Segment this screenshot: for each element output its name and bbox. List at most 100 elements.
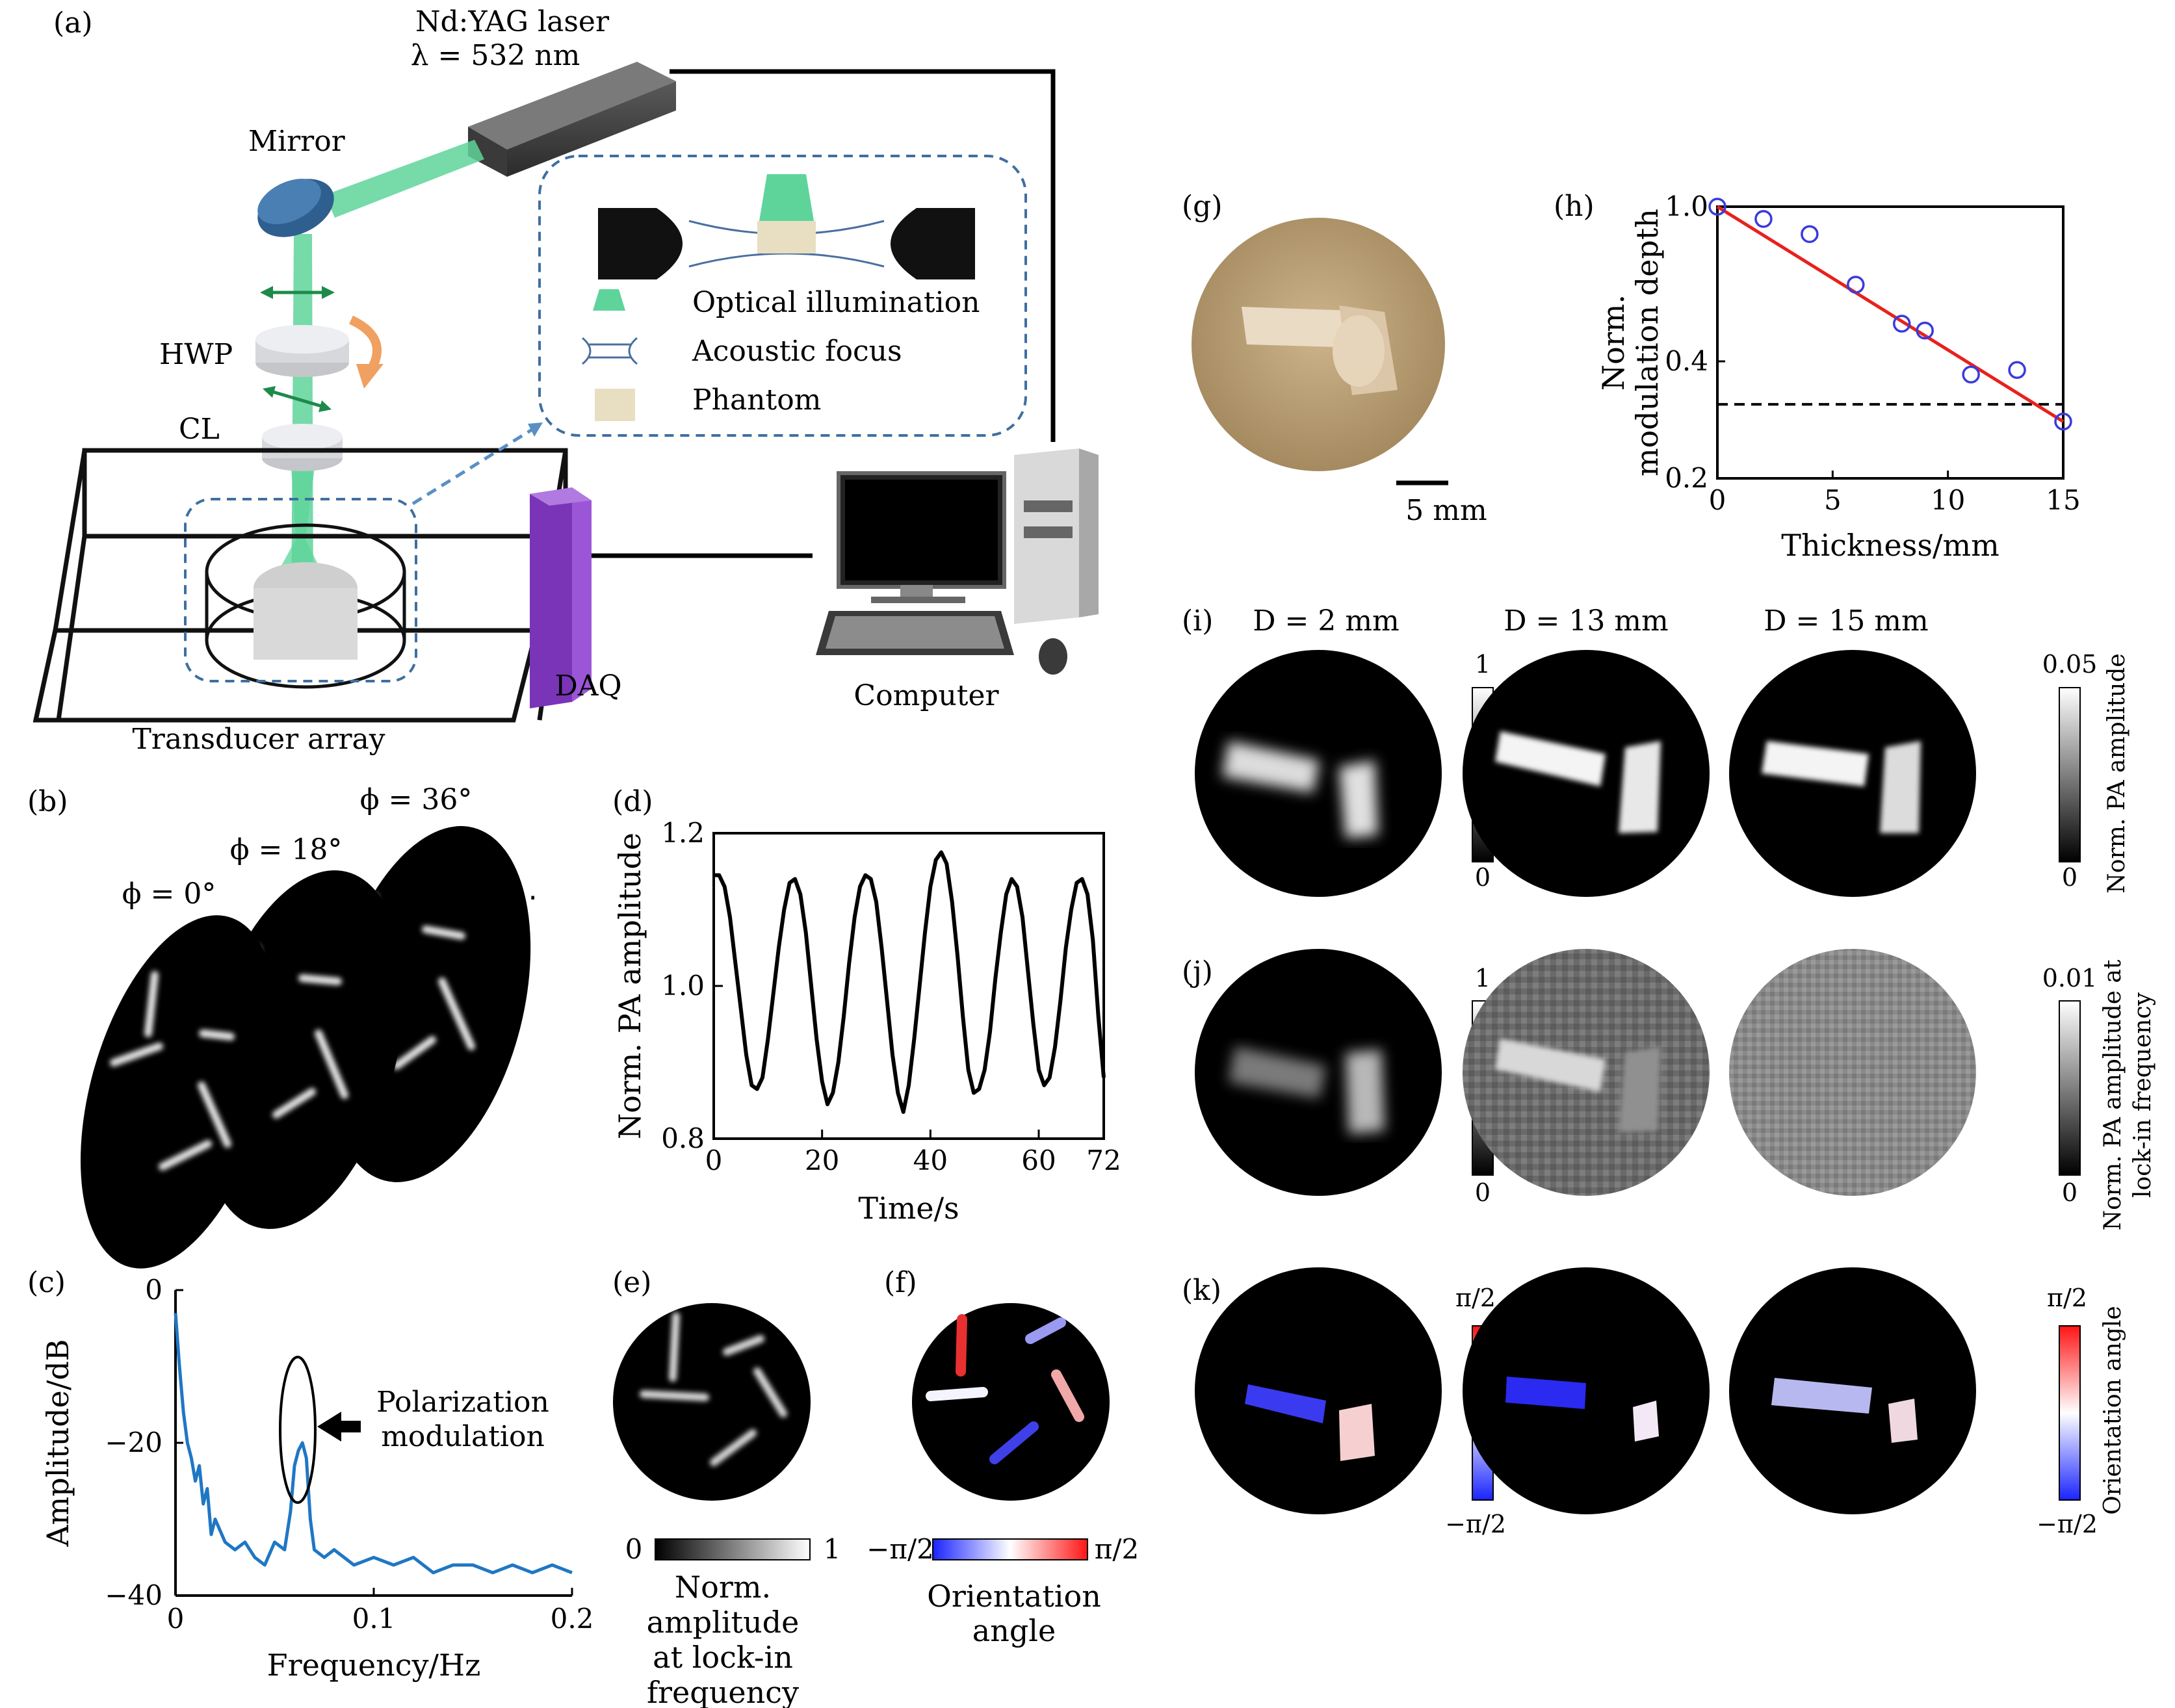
chart-d-ytick-label: 1.2 (661, 817, 705, 849)
panel-label-d: (d) (612, 785, 653, 818)
chart-h-fit-line (1716, 205, 2064, 423)
legend-phantom: Phantom (692, 383, 821, 417)
colorbar-k1-max: π/2 (1455, 1284, 1496, 1312)
mirror-icon (257, 179, 334, 237)
chart-d-xtick-label: 20 (805, 1145, 839, 1176)
illumination-legend-icon (593, 289, 625, 311)
colorbar-i2-min: 0 (2062, 863, 2077, 892)
chart-d-xtick-label: 60 (1021, 1145, 1056, 1176)
chart-h-ytick-label: 0.4 (1665, 345, 1708, 377)
chart-c-xlabel: Frequency/Hz (267, 1648, 481, 1683)
zoom-arrow-head (528, 422, 543, 437)
chart-c-annotation-line1: Polarization (376, 1386, 549, 1419)
phantom-cylinder-body (254, 588, 358, 660)
chart-c-ytick-label: −20 (105, 1427, 163, 1458)
colorbar-i2-max: 0.05 (2042, 650, 2098, 679)
colorbar-i2 (2059, 687, 2081, 862)
legend-box (538, 155, 1027, 437)
colorbar-k2-max: π/2 (2047, 1284, 2087, 1312)
chart-c-xtick-label: 0 (167, 1603, 185, 1635)
chart-c-xtick-label: 0.2 (551, 1603, 594, 1635)
polarization-arrow-icon (260, 286, 335, 412)
chart-h-xlabel: Thickness/mm (1781, 528, 1999, 563)
colorbar-f-min: −π/2 (866, 1533, 934, 1565)
chart-d-xlabel: Time/s (858, 1191, 959, 1226)
chart-h-xtick-label: 0 (1709, 484, 1726, 516)
zoom-arrow (411, 427, 534, 506)
chart-h-xtick-label: 5 (1824, 484, 1842, 516)
caption-f-line1: Orientation (927, 1579, 1101, 1614)
chart-c-annotation-line2: modulation (381, 1420, 545, 1453)
laser-name: Nd:YAG laser (415, 5, 610, 38)
colorbar-k1-min: −π/2 (1445, 1510, 1506, 1538)
colorbar-i1-min: 0 (1475, 863, 1491, 892)
label-d13: D = 13 mm (1504, 604, 1669, 638)
computer-icon (816, 448, 1099, 675)
orientation-image (912, 1303, 1110, 1501)
chart-h-xtick-label: 15 (2046, 484, 2080, 516)
pa-image-lockin (613, 1303, 811, 1501)
colorbar-j2-label-line2: lock-in frequency (2129, 992, 2156, 1198)
hwp-icon (255, 325, 349, 377)
chart-h-xtick-label: 10 (1931, 484, 1965, 516)
panel-label-g: (g) (1182, 190, 1223, 223)
chart-d-ytick-label: 0.8 (661, 1122, 705, 1154)
phi36-label: ϕ = 36° (360, 783, 473, 816)
colorbar-k2-label: Orientation angle (2100, 1306, 2126, 1514)
cl-icon (262, 424, 343, 471)
chart-h-point (1892, 315, 1911, 333)
ellipsis-label: ⋯ (509, 881, 538, 914)
colorbar-i2-label: Norm. PA amplitude (2103, 653, 2130, 893)
scale-bar-label: 5 mm (1405, 494, 1487, 527)
laser-icon (468, 62, 676, 177)
laser-wavelength: λ = 532 nm (411, 39, 580, 72)
caption-e-line4: frequency (647, 1675, 799, 1708)
chart-h-point (2008, 361, 2026, 380)
acoustic-legend-icon (582, 337, 638, 365)
chart-h-ytick-label: 0.2 (1665, 462, 1708, 494)
phi0-label: ϕ = 0° (122, 877, 216, 911)
chart-d-xtick-label: 40 (913, 1145, 948, 1176)
phantom-photo (1192, 218, 1445, 471)
transducer-label: Transducer array (132, 723, 385, 756)
transducer-zoom-box (184, 498, 417, 682)
label-d2: D = 2 mm (1253, 604, 1400, 638)
chart-d-series-line (714, 850, 1106, 1114)
label-d15: D = 15 mm (1764, 604, 1929, 638)
chart-h-frame (1716, 205, 2064, 480)
chart-d-xtick-label: 0 (705, 1145, 723, 1176)
panel-label-i: (i) (1182, 604, 1213, 638)
rotation-arrow-icon (348, 315, 382, 373)
panel-label-b: (b) (27, 785, 68, 818)
chart-h-ylabel-line1: Norm. (1596, 294, 1631, 391)
chart-h-ylabel-line2: modulation depth (1630, 209, 1665, 476)
legend-illumination: Optical illumination (692, 286, 980, 319)
chart-c-series-line (174, 1313, 573, 1575)
chart-h-point (1847, 276, 1865, 294)
chart-h-points (1708, 198, 2072, 431)
pa-image-j-d13 (1463, 949, 1710, 1196)
chart-c-xtick-label: 0.1 (352, 1603, 396, 1635)
cable (592, 69, 1056, 558)
caption-e-line2: amplitude (647, 1605, 800, 1640)
panel-label-k: (k) (1182, 1274, 1221, 1307)
panel-label-j: (j) (1182, 955, 1213, 989)
daq-label: DAQ (554, 669, 621, 703)
chart-d-ytick-label: 1.0 (661, 970, 705, 1002)
colorbar-j1-min: 0 (1475, 1178, 1491, 1207)
caption-f-line2: angle (972, 1613, 1056, 1648)
panel-label-c: (c) (27, 1266, 66, 1299)
colorbar-e-max: 1 (824, 1533, 841, 1565)
colorbar-k2 (2059, 1325, 2081, 1501)
orientation-image-k-d15 (1729, 1267, 1976, 1514)
chart-c-ytick-label: −40 (105, 1579, 163, 1611)
acoustic-focus-diagram (598, 174, 975, 279)
caption-e-line1: Norm. (675, 1570, 771, 1605)
chart-h-point (1708, 198, 1726, 216)
colorbar-e-min: 0 (625, 1533, 643, 1565)
